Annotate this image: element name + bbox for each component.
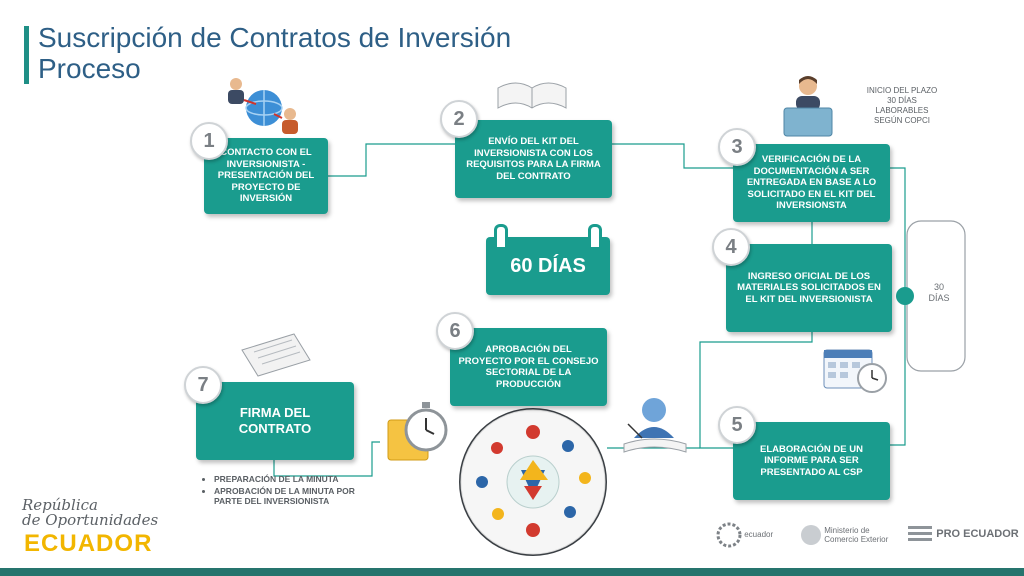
step-2-box: ENVÍO DEL KIT DEL INVERSIONISTA CON LOS … [455, 120, 612, 198]
title-line-2: Proceso [38, 53, 141, 84]
step-1-text: CONTACTO CON EL INVERSIONISTA - PRESENTA… [217, 147, 315, 205]
bracket-label-line-2: DÍAS [928, 293, 950, 303]
ecuador-logo: ECUADOR [24, 530, 153, 557]
bullet-item: APROBACIÓN DE LA MINUTA POR PARTE DEL IN… [214, 486, 364, 506]
plazo-note-line-1: INICIO DEL PLAZO [866, 86, 938, 95]
plazo-note-line-4: SEGÚN COPCI [873, 116, 930, 125]
alarm-clock-folder-icon [387, 402, 448, 461]
person-writing-icon [623, 398, 687, 453]
calendar-ring-left [494, 224, 508, 247]
republica-line-2: de Oportunidades [22, 511, 159, 529]
ecuador-small-logo: ecuador [716, 522, 773, 548]
step-1-number: 1 [190, 122, 228, 160]
ministerio-line-1: Ministerio de [824, 526, 870, 535]
people-globe-icon [228, 78, 298, 134]
ministerio-line-2: Comercio Exterior [824, 535, 889, 544]
ministerio-emblem-icon [801, 525, 821, 545]
step-7-bullets: PREPARACIÓN DE LA MINUTA APROBACIÓN DE L… [200, 474, 364, 508]
step-2-number: 2 [440, 100, 478, 138]
ministerio-logo: Ministerio de Comercio Exterior [800, 522, 888, 548]
bottom-strip [0, 568, 1024, 576]
page-title: Suscripción de Contratos de Inversión Pr… [38, 22, 511, 84]
step-3-box: VERIFICACIÓN DE LA DOCUMENTACIÓN A SER E… [733, 144, 890, 222]
sixty-days-calendar: 60 DÍAS [486, 237, 610, 295]
plazo-note-line-2: 30 DÍAS [887, 96, 917, 105]
step-7-box: FIRMA DEL CONTRATO [196, 382, 354, 460]
plazo-note-line-3: LABORABLES [875, 106, 929, 115]
title-accent-bar [24, 26, 29, 84]
bullet-item: PREPARACIÓN DE LA MINUTA [214, 474, 364, 484]
step-7-text: FIRMA DEL CONTRATO [238, 405, 312, 436]
step-3-number: 3 [718, 128, 756, 166]
newspaper-icon [241, 333, 311, 377]
step-5-number: 5 [718, 406, 756, 444]
step-6-text: APROBACIÓN DEL PROYECTO POR EL CONSEJO S… [458, 344, 599, 390]
step-4-number: 4 [712, 228, 750, 266]
proecuador-logo: PRO ECUADOR [906, 522, 1019, 548]
open-book-icon [497, 82, 567, 109]
plazo-note: INICIO DEL PLAZO 30 DÍAS LABORABLES SEGÚ… [850, 86, 954, 126]
sun-icon [716, 522, 742, 548]
bracket-label: 30 DÍAS [922, 282, 956, 304]
bracket-label-line-1: 30 [933, 282, 944, 292]
calendar-ring-right [588, 224, 602, 247]
title-line-1: Suscripción de Contratos de Inversión [38, 22, 512, 53]
calendar-label: 60 DÍAS [510, 254, 586, 277]
republica-logo: República de Oportunidades [22, 498, 158, 528]
step-5-box: ELABORACIÓN DE UN INFORME PARA SER PRESE… [733, 422, 890, 500]
step-6-box: APROBACIÓN DEL PROYECTO POR EL CONSEJO S… [450, 328, 607, 406]
step-4-box: INGRESO OFICIAL DE LOS MATERIALES SOLICI… [726, 244, 892, 332]
ecuador-small-text: ecuador [744, 530, 774, 540]
proecuador-emblem-icon [908, 526, 932, 541]
step-5-text: ELABORACIÓN DE UN INFORME PARA SER PRESE… [760, 443, 863, 478]
step-7-number: 7 [184, 366, 222, 404]
proecuador-text: PRO ECUADOR [936, 528, 1019, 541]
step-2-text: ENVÍO DEL KIT DEL INVERSIONISTA CON LOS … [466, 136, 601, 182]
step-6-number: 6 [436, 312, 474, 350]
republica-line-1: República [22, 496, 98, 514]
step-3-text: VERIFICACIÓN DE LA DOCUMENTACIÓN A SER E… [746, 154, 877, 212]
receptionist-icon [783, 76, 833, 137]
calendar-clock-icon [823, 349, 887, 393]
step-4-text: INGRESO OFICIAL DE LOS MATERIALES SOLICI… [737, 270, 881, 305]
